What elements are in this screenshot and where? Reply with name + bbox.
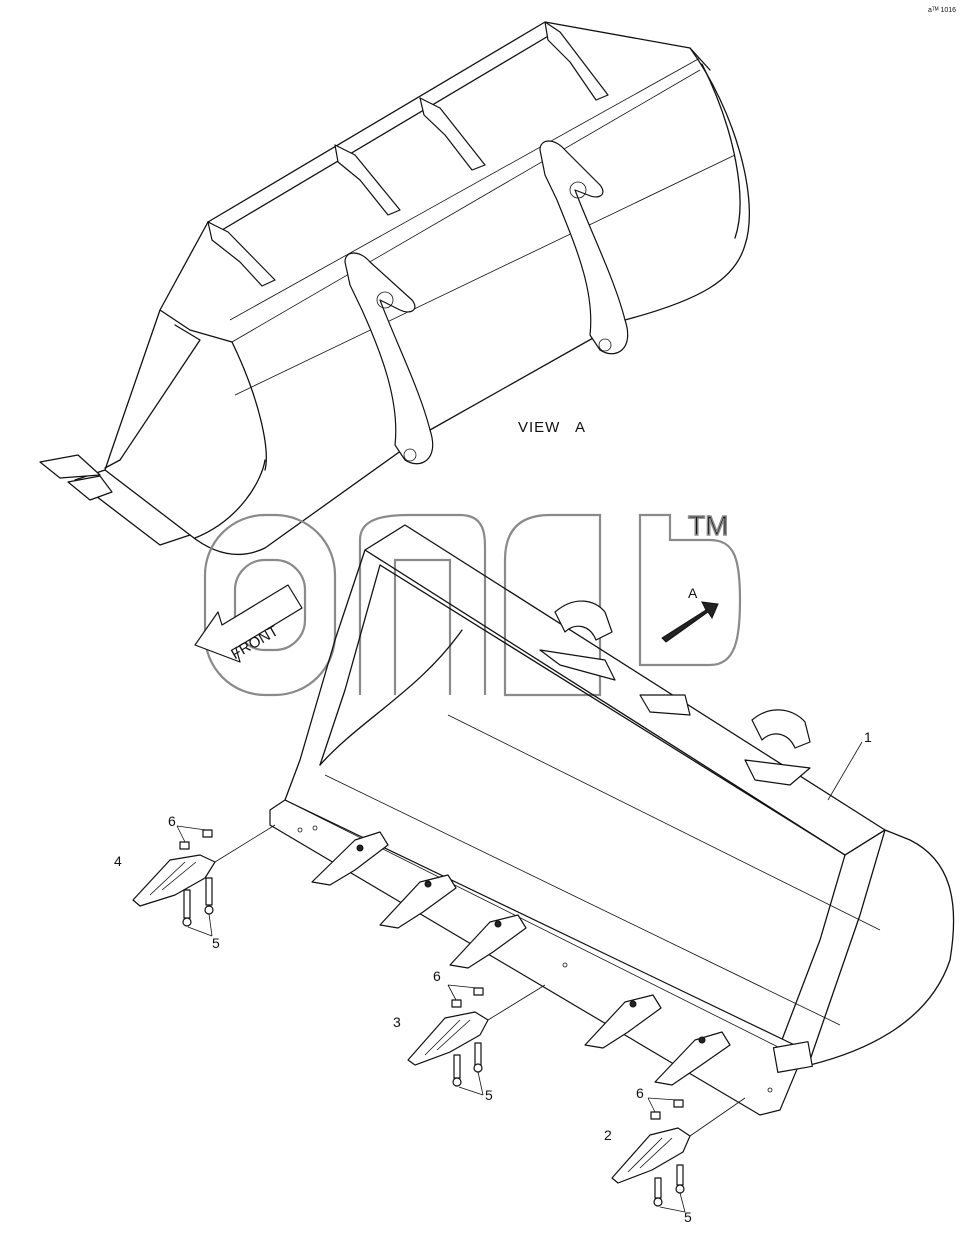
callout-tooth-left: 4 (114, 853, 122, 869)
mounted-tooth-3 (449, 914, 527, 969)
mounted-tooth-2 (379, 874, 457, 929)
front-arrow: FRONT (194, 584, 303, 663)
main-bucket (269, 524, 955, 1116)
tooth-assembly-middle (407, 984, 546, 1096)
callout-bolts-middle: 5 (485, 1087, 493, 1103)
corner-mark: aᵀᴹ 1016 (928, 7, 956, 14)
callout-bolts-right: 5 (684, 1209, 692, 1225)
watermark-tm: TM (688, 510, 728, 541)
view-a-label-word: VIEW (518, 419, 560, 436)
tooth-assembly-left (132, 824, 276, 937)
view-a-bucket: VIEW A (39, 21, 751, 556)
callout-tooth-right: 2 (604, 1127, 612, 1143)
mounted-tooth-5 (654, 1031, 731, 1086)
view-a-arrow-letter: A (688, 585, 698, 601)
callout-nuts-right: 6 (636, 1085, 644, 1101)
callout-bolts-left: 5 (212, 935, 220, 951)
view-a-label-letter: A (575, 419, 586, 436)
view-a-arrow: A (661, 585, 719, 643)
callout-nuts-middle: 6 (433, 968, 441, 984)
callout-tooth-middle: 3 (393, 1014, 401, 1030)
tooth-assembly-right (611, 1097, 746, 1213)
callout-nuts-left: 6 (168, 813, 176, 829)
callout-bucket: 1 (864, 729, 872, 745)
mounted-tooth-1 (311, 831, 389, 886)
watermark-logo: TM (203, 509, 742, 697)
mounted-tooth-4 (584, 994, 662, 1049)
